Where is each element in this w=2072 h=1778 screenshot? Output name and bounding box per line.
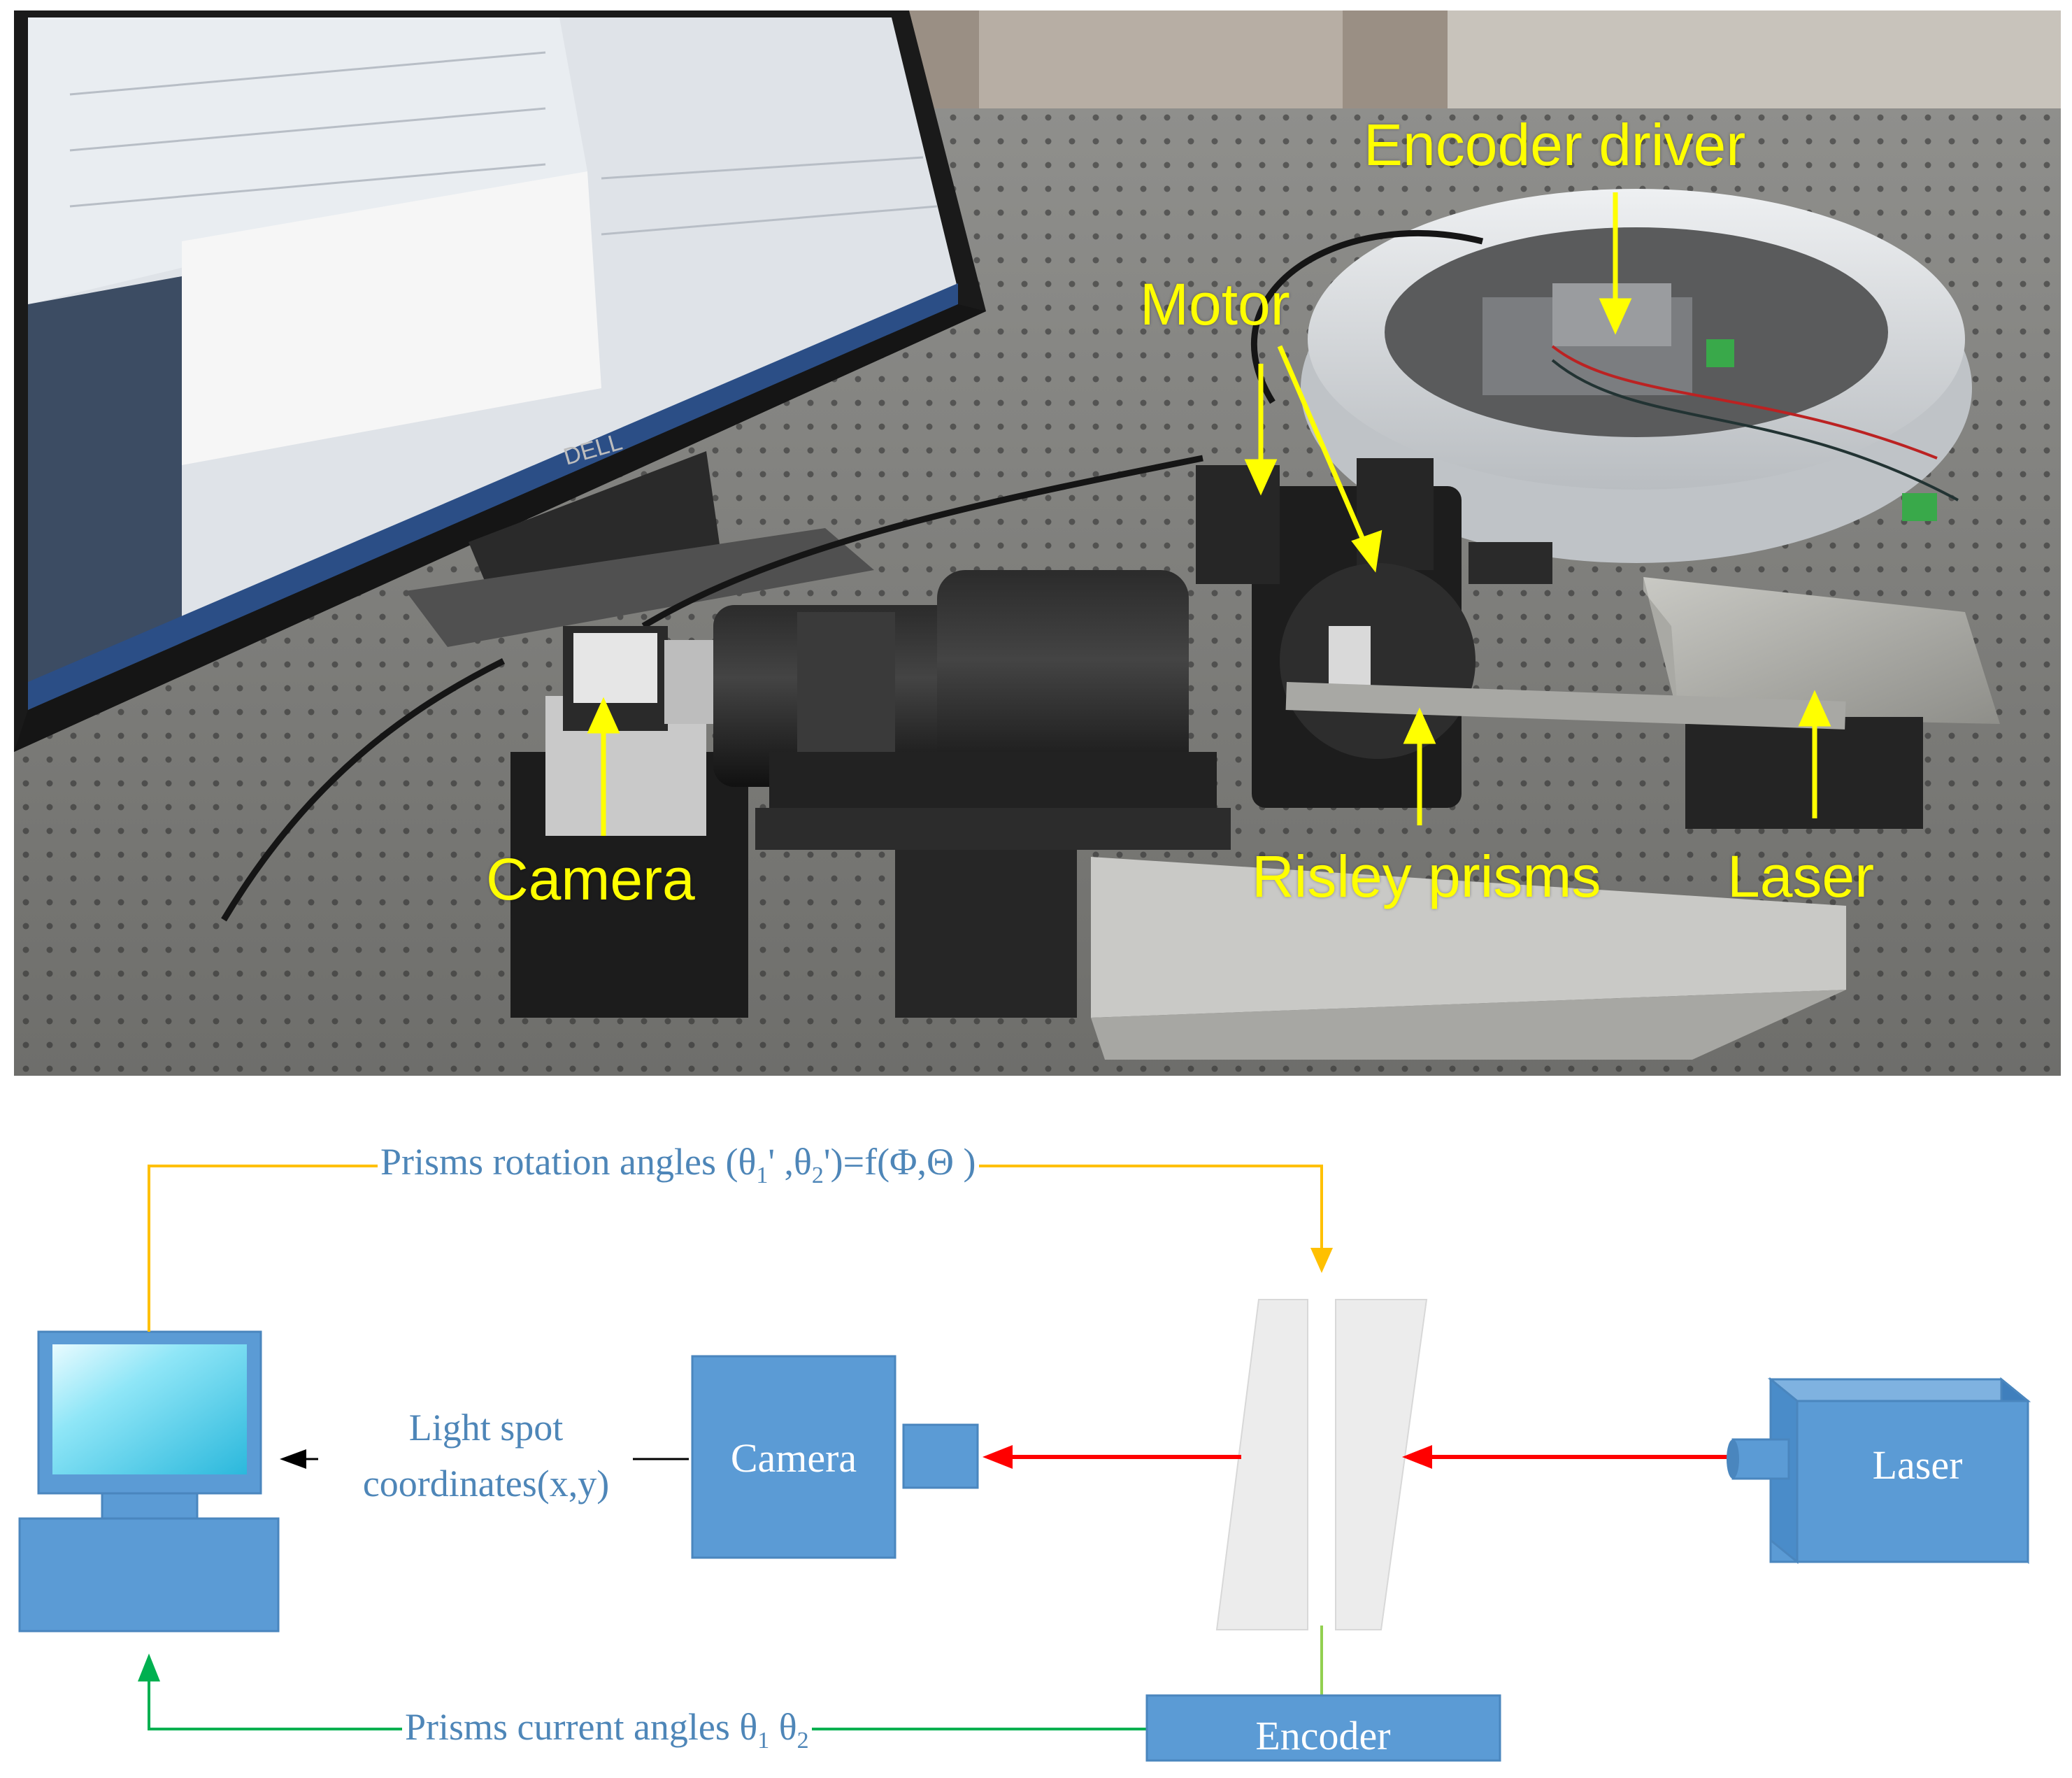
laser-aperture	[1731, 1438, 1790, 1480]
lens-mount	[895, 850, 1077, 1018]
camera-lens	[902, 1423, 979, 1489]
label-camera: Camera	[486, 846, 695, 912]
rotation-angles-label: Prisms rotation angles (θ1' ,θ2')=f(Φ,Θ …	[378, 1142, 979, 1188]
current-angles-label: Prisms current angles θ1 θ2	[402, 1707, 812, 1754]
computer-base	[18, 1517, 280, 1633]
prism-left	[1215, 1299, 1308, 1630]
schematic-diagram	[18, 1165, 2031, 1762]
light-spot-label-line1: Light spot	[406, 1408, 566, 1448]
monitor-screen	[52, 1344, 247, 1474]
light-spot-arrow	[280, 1449, 689, 1469]
laser-box	[1727, 1377, 2031, 1565]
computer-icon	[18, 1330, 280, 1633]
camera-box-label: Camera	[730, 1435, 857, 1481]
encoder-box-label: Encoder	[1255, 1713, 1391, 1758]
rail-plate	[1091, 857, 1846, 1018]
photo-illustration: DELL	[14, 10, 2061, 1076]
prism-right	[1335, 1299, 1428, 1630]
laser-beam	[983, 1445, 1731, 1469]
encoder-box	[1145, 1694, 1501, 1762]
monitor	[14, 10, 986, 752]
telephoto-lens	[713, 570, 1231, 850]
label-encoder-driver: Encoder driver	[1364, 112, 1746, 178]
callout-arrows	[587, 192, 1831, 836]
lab-setup-photo: DELL	[14, 10, 2061, 1076]
label-laser: Laser	[1727, 844, 1875, 909]
label-motor: Motor	[1140, 271, 1290, 337]
label-risley-prisms: Risley prisms	[1252, 844, 1601, 909]
current-angle-path	[138, 1653, 1147, 1730]
camera-box	[691, 1355, 896, 1559]
laser-box-label: Laser	[1872, 1442, 1963, 1488]
laser-unit	[1643, 577, 2000, 829]
light-spot-label-line2: coordinates(x,y)	[359, 1464, 613, 1504]
monitor-stand	[101, 1492, 199, 1520]
cable	[1250, 230, 1484, 404]
camera-mount	[510, 626, 748, 1018]
rotation-angle-path	[148, 1165, 1333, 1332]
